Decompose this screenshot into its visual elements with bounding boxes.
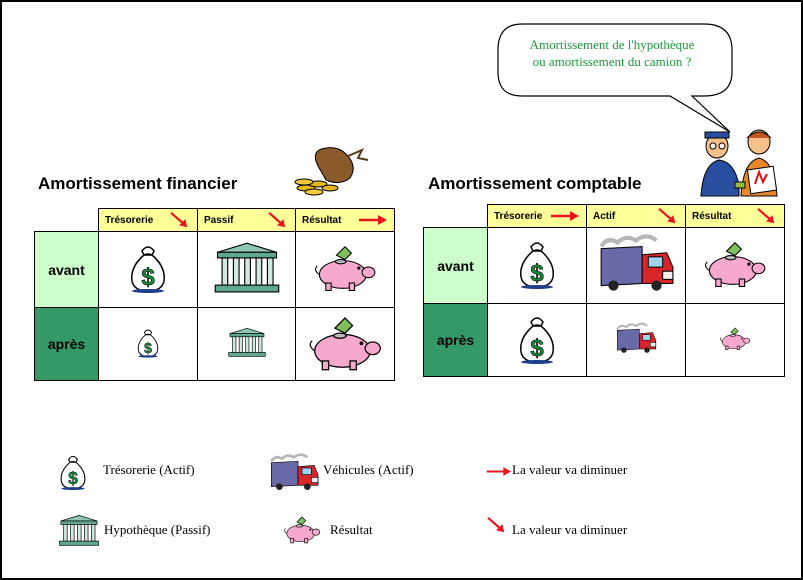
legend-vehicules: Véhicules (Actif) [323, 462, 414, 477]
row-label-avant: avant [34, 231, 99, 308]
cell-passif-avant [197, 231, 296, 308]
piggy-bank-icon [313, 242, 377, 292]
cell-actif-avant [586, 227, 686, 304]
diagonal-down-arrow-icon [657, 207, 679, 225]
right-title: Amortissement comptable [428, 174, 642, 193]
money-sack-icon [294, 147, 369, 196]
right-arrow-icon [550, 210, 580, 222]
header-label: Trésorerie [494, 210, 543, 222]
header-passif: Passif [197, 208, 296, 232]
header-label: Actif [593, 210, 616, 222]
piggy-bank-icon [719, 325, 751, 351]
legend-right-arrow: La valeur va diminuer [512, 462, 628, 477]
diagonal-down-arrow-icon [486, 516, 508, 534]
header-label: Trésorerie [105, 214, 154, 226]
header-resultat: Résultat [685, 204, 785, 228]
row-label-apres: après [423, 303, 488, 377]
cell-resultat-apres [685, 303, 785, 377]
legend-diag-arrow: La valeur va diminuer [512, 522, 628, 537]
piggy-bank-icon [283, 514, 321, 544]
speech-bubble-text: Amortissement de l'hypothèque ou amortis… [497, 36, 727, 70]
right-arrow-icon [358, 214, 388, 226]
truck-icon [595, 232, 677, 294]
diagonal-down-arrow-icon [756, 207, 778, 225]
blank-corner [424, 205, 488, 228]
header-label: Résultat [692, 210, 732, 222]
cell-tresorerie-avant [98, 231, 198, 308]
right-table: Trésorerie Actif Résultat avant après [423, 204, 785, 377]
money-bag-icon [58, 452, 88, 490]
left-table: Trésorerie Passif Résultat avant après [34, 208, 395, 381]
header-resultat: Résultat [295, 208, 395, 232]
truck-icon [266, 452, 322, 492]
cell-tresorerie-avant [487, 227, 587, 304]
cell-tresorerie-apres [487, 303, 587, 377]
header-label: Passif [204, 214, 234, 226]
money-bag-icon [517, 237, 557, 289]
money-bag-icon [128, 241, 168, 293]
left-title: Amortissement financier [38, 174, 238, 193]
blank-corner [35, 209, 99, 232]
speech-bubble [497, 23, 733, 133]
header-tresorerie: Trésorerie [487, 204, 587, 228]
header-tresorerie: Trésorerie [98, 208, 198, 232]
bubble-line-2: ou amortissement du camion ? [532, 54, 692, 69]
cell-resultat-avant [685, 227, 785, 304]
row-label-apres: après [34, 307, 99, 381]
header-label: Résultat [302, 214, 342, 226]
piggy-bank-icon [307, 313, 383, 371]
cell-resultat-apres [295, 307, 395, 381]
header-actif: Actif [586, 204, 686, 228]
bubble-line-1: Amortissement de l'hypothèque [529, 37, 695, 52]
row-label-avant: avant [423, 227, 488, 304]
business-people-icon [700, 129, 778, 197]
bank-icon [213, 240, 281, 294]
cell-passif-apres [197, 307, 296, 381]
cell-resultat-avant [295, 231, 395, 308]
money-bag-icon [136, 326, 160, 358]
cell-actif-apres [586, 303, 686, 377]
piggy-bank-icon [703, 238, 767, 288]
cell-tresorerie-apres [98, 307, 198, 381]
legend-hypotheque: Hypothèque (Passif) [104, 522, 211, 537]
truck-icon [614, 321, 658, 355]
right-arrow-icon [486, 466, 512, 477]
diagonal-down-arrow-icon [169, 211, 191, 229]
diagonal-down-arrow-icon [267, 211, 289, 229]
bank-icon [58, 514, 100, 546]
bank-icon [227, 327, 267, 357]
money-bag-icon [517, 312, 557, 364]
legend-resultat: Résultat [330, 522, 373, 537]
legend-tresorerie: Trésorerie (Actif) [103, 462, 195, 477]
